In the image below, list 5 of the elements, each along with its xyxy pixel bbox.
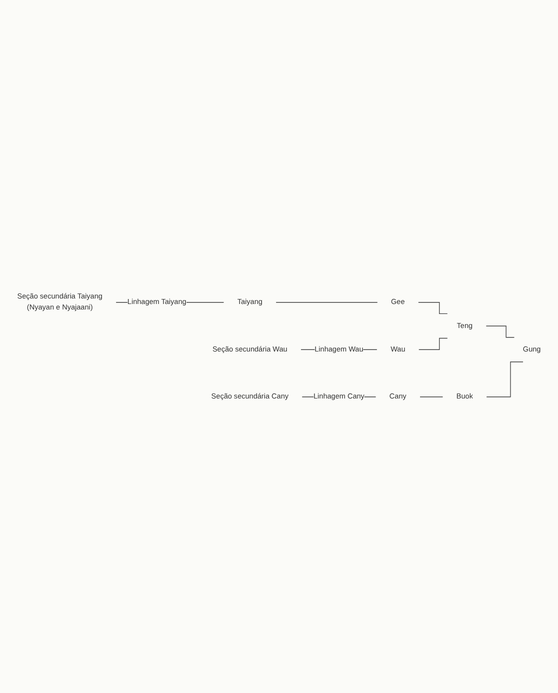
connector (486, 325, 515, 338)
connector (486, 361, 524, 397)
connector (418, 302, 448, 314)
connector (418, 338, 448, 350)
connector (420, 396, 444, 397)
